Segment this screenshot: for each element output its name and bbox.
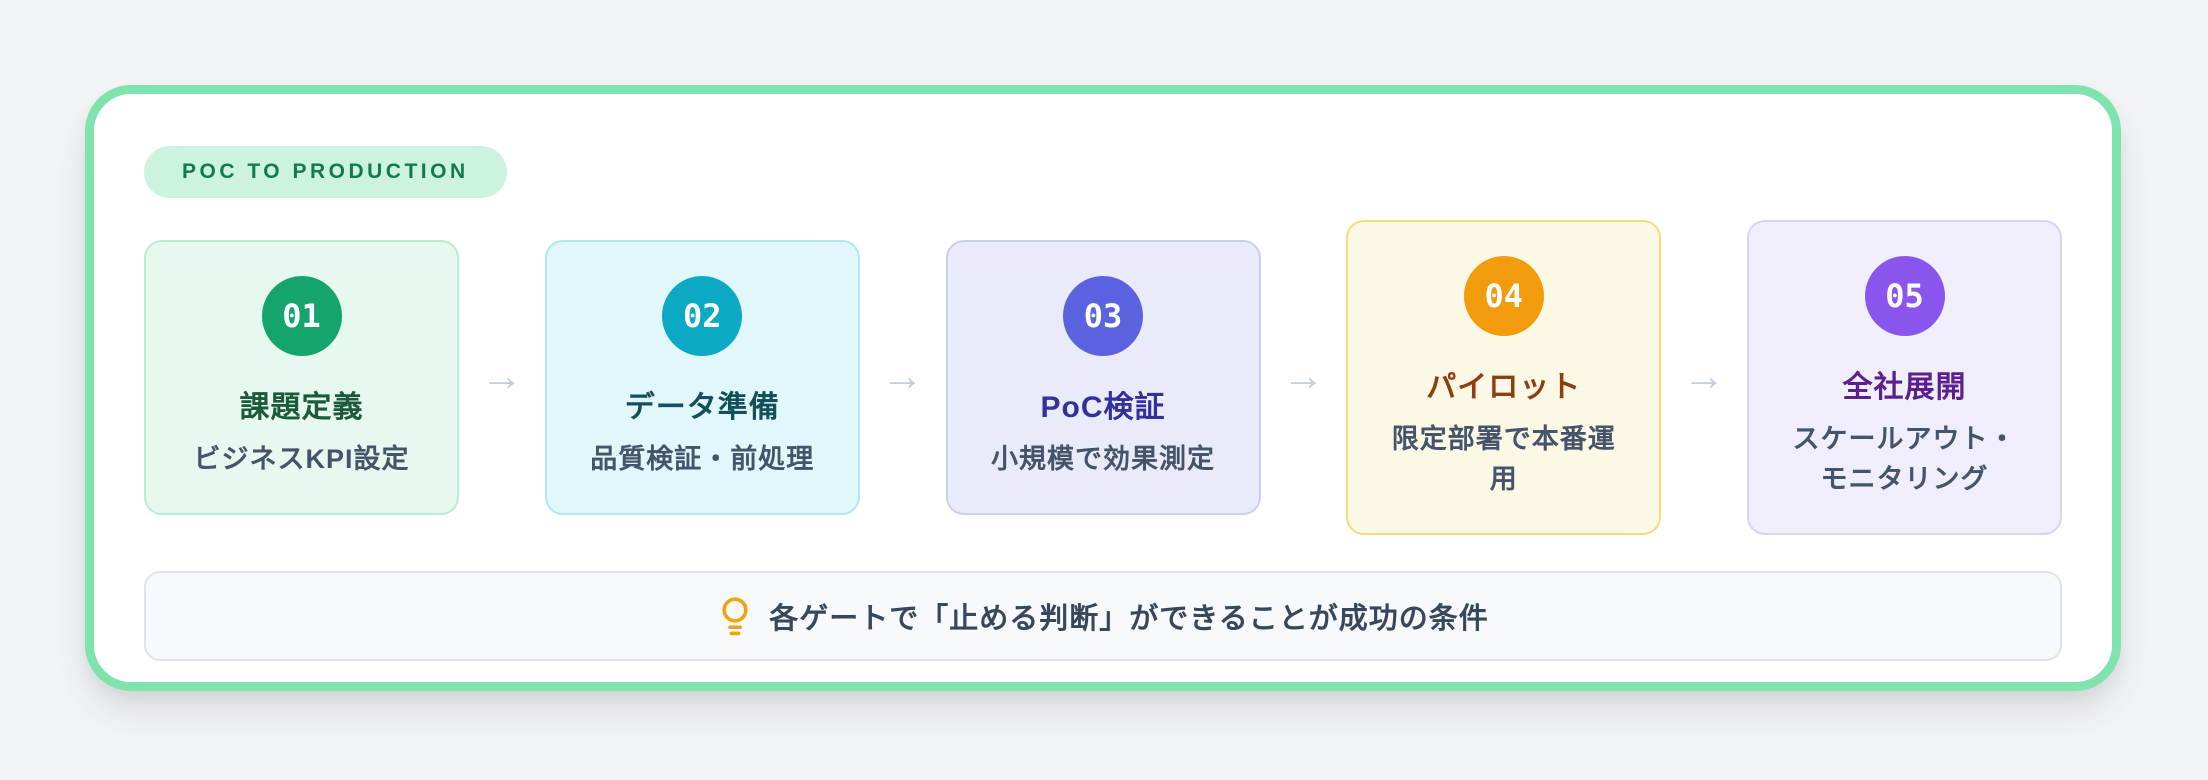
step-subtitle: 小規模で効果測定 <box>991 443 1215 474</box>
section-badge: POC TO PRODUCTION <box>144 146 507 198</box>
arrow-right-icon: → <box>480 351 523 399</box>
step-number-circle: 03 <box>1063 275 1143 356</box>
step-number-circle: 01 <box>261 275 342 356</box>
step-title: 課題定義 <box>239 390 364 424</box>
step-number-circle: 02 <box>662 275 743 356</box>
step-title: パイロット <box>1426 371 1582 405</box>
step-subtitle: 品質検証・前処理 <box>590 443 815 474</box>
step-subtitle: スケールアウト・モニタリング <box>1792 424 2017 494</box>
steps-row: 01 課題定義 ビジネスKPI設定 → 02 データ準備 品質検証・前処理 → … <box>144 220 2062 535</box>
lightbulb-icon <box>722 597 748 636</box>
step-card-3: 03 PoC検証 小規模で効果測定 <box>945 239 1261 516</box>
arrow-right-icon: → <box>881 351 924 399</box>
step-title: 全社展開 <box>1842 371 1967 405</box>
step-card-4: 04 パイロット 限定部署で本番運用 <box>1346 220 1662 535</box>
step-card-5: 05 全社展開 スケールアウト・モニタリング <box>1747 220 2062 535</box>
arrow-right-icon: → <box>1282 351 1325 399</box>
poc-roadmap-panel: POC TO PRODUCTION 01 課題定義 ビジネスKPI設定 → 02… <box>85 85 2121 691</box>
step-card-2: 02 データ準備 品質検証・前処理 <box>544 239 860 516</box>
success-condition-note: 各ゲートで「止める判断」ができることが成功の条件 <box>144 571 2062 661</box>
step-subtitle: ビジネスKPI設定 <box>193 443 410 474</box>
step-number-circle: 05 <box>1864 256 1945 337</box>
step-subtitle: 限定部署で本番運用 <box>1391 424 1616 494</box>
step-title: PoC検証 <box>1040 390 1166 424</box>
arrow-right-icon: → <box>1683 351 1726 399</box>
note-text: 各ゲートで「止める判断」ができることが成功の条件 <box>769 603 1489 635</box>
step-card-1: 01 課題定義 ビジネスKPI設定 <box>144 239 459 516</box>
step-number-circle: 04 <box>1463 256 1544 337</box>
step-title: データ準備 <box>624 390 780 424</box>
